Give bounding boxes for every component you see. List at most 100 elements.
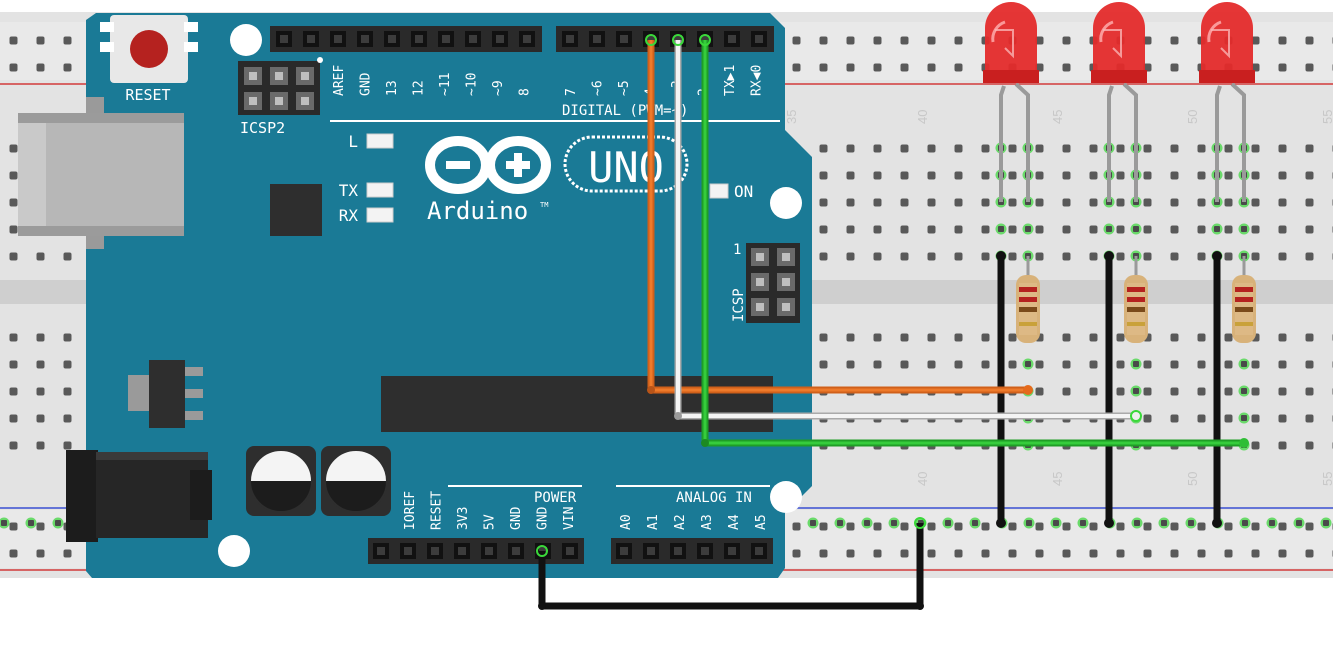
hole-center bbox=[1133, 361, 1139, 367]
header-socket[interactable] bbox=[427, 543, 443, 559]
header-socket[interactable] bbox=[670, 543, 686, 559]
header-socket[interactable] bbox=[330, 31, 346, 47]
header-socket[interactable] bbox=[562, 31, 578, 47]
header-socket[interactable] bbox=[724, 543, 740, 559]
pin-label: IOREF bbox=[403, 491, 418, 530]
white-wire[interactable] bbox=[672, 34, 1142, 422]
mounting-hole bbox=[770, 187, 802, 219]
col-label: 40 bbox=[915, 472, 930, 486]
pin-label: A4 bbox=[727, 514, 742, 530]
hole-center bbox=[1161, 520, 1167, 526]
header-socket[interactable] bbox=[697, 543, 713, 559]
led-tx-label: TX bbox=[339, 181, 359, 200]
pin-label: TX▶1 bbox=[723, 65, 738, 96]
wires bbox=[536, 34, 1249, 610]
hole-center bbox=[1025, 361, 1031, 367]
pin-label: 12 bbox=[412, 80, 427, 96]
hole-center bbox=[1080, 520, 1086, 526]
header-socket[interactable] bbox=[454, 543, 470, 559]
led-l-label: L bbox=[348, 132, 358, 151]
hole-center bbox=[1133, 388, 1139, 394]
reset-button[interactable] bbox=[100, 15, 198, 83]
header-socket[interactable] bbox=[400, 543, 416, 559]
col-label: 35 bbox=[784, 110, 799, 124]
usb-chip bbox=[270, 184, 322, 236]
red-led[interactable] bbox=[983, 2, 1039, 202]
header-socket[interactable] bbox=[481, 543, 497, 559]
header-socket[interactable] bbox=[751, 543, 767, 559]
led-on-label: ON bbox=[734, 182, 753, 201]
header-socket[interactable] bbox=[519, 31, 535, 47]
black-jumper-wire[interactable] bbox=[1104, 251, 1114, 528]
header-socket[interactable] bbox=[276, 31, 292, 47]
header-socket[interactable] bbox=[616, 543, 632, 559]
header-socket[interactable] bbox=[643, 543, 659, 559]
hole-center bbox=[1241, 226, 1247, 232]
column-labels-bottom: 40 45 50 55 bbox=[915, 472, 1333, 486]
header-socket[interactable] bbox=[411, 31, 427, 47]
pin-label: 3V3 bbox=[456, 507, 471, 530]
hole-center bbox=[1188, 520, 1194, 526]
header-socket[interactable] bbox=[465, 31, 481, 47]
header-socket[interactable] bbox=[508, 543, 524, 559]
col-label: 55 bbox=[1320, 472, 1333, 486]
hole-center bbox=[998, 226, 1004, 232]
led-tx bbox=[366, 182, 394, 198]
hole-center bbox=[28, 520, 34, 526]
resistor[interactable] bbox=[1124, 256, 1148, 343]
header-socket[interactable] bbox=[724, 31, 740, 47]
header-socket[interactable] bbox=[438, 31, 454, 47]
reset-label: RESET bbox=[125, 86, 170, 104]
microcontroller-chip bbox=[381, 376, 773, 432]
orange-wire[interactable] bbox=[645, 34, 1033, 395]
col-label: 55 bbox=[1320, 110, 1333, 124]
analog-header bbox=[611, 538, 773, 564]
green-wire[interactable] bbox=[699, 34, 1249, 448]
resistor[interactable] bbox=[1232, 256, 1256, 343]
hole-center bbox=[810, 520, 816, 526]
trademark: TM bbox=[540, 201, 548, 209]
hole-center bbox=[1296, 520, 1302, 526]
resistor[interactable] bbox=[1016, 256, 1040, 343]
brand-label: Arduino bbox=[427, 197, 528, 225]
pin-label: RX◀0 bbox=[750, 65, 765, 96]
breadboard-components bbox=[983, 2, 1256, 528]
red-led[interactable] bbox=[1091, 2, 1147, 202]
pin-label: GND bbox=[509, 506, 524, 530]
header-socket[interactable] bbox=[303, 31, 319, 47]
header-socket[interactable] bbox=[357, 31, 373, 47]
hole-center bbox=[1134, 520, 1140, 526]
pin-label: ~9 bbox=[491, 80, 506, 96]
black-jumper-wire[interactable] bbox=[1212, 251, 1222, 528]
pin-label: ~5 bbox=[617, 80, 632, 96]
hole-center bbox=[1242, 520, 1248, 526]
col-label: 45 bbox=[1050, 472, 1065, 486]
hole-center bbox=[972, 520, 978, 526]
col-label: 40 bbox=[915, 110, 930, 124]
header-socket[interactable] bbox=[384, 31, 400, 47]
pin-label: VIN bbox=[562, 507, 577, 530]
icsp2-header bbox=[238, 57, 323, 115]
hole-center bbox=[1323, 520, 1329, 526]
header-socket[interactable] bbox=[373, 543, 389, 559]
col-label: 50 bbox=[1185, 110, 1200, 124]
header-socket[interactable] bbox=[616, 31, 632, 47]
red-led[interactable] bbox=[1199, 2, 1255, 202]
voltage-regulator bbox=[128, 360, 203, 428]
header-socket[interactable] bbox=[492, 31, 508, 47]
pin-label: A5 bbox=[754, 514, 769, 530]
pin-label: AREF bbox=[332, 65, 347, 96]
hole-center bbox=[1026, 520, 1032, 526]
arduino-logo-icon bbox=[425, 136, 552, 194]
mounting-hole bbox=[218, 535, 250, 567]
header-socket[interactable] bbox=[562, 543, 578, 559]
header-socket[interactable] bbox=[589, 31, 605, 47]
gnd-wire[interactable] bbox=[536, 517, 926, 610]
model-badge bbox=[563, 135, 689, 193]
power-label: POWER bbox=[534, 490, 577, 506]
icsp-header bbox=[746, 243, 800, 323]
pin-label: GND bbox=[536, 506, 551, 530]
header-socket[interactable] bbox=[751, 31, 767, 47]
